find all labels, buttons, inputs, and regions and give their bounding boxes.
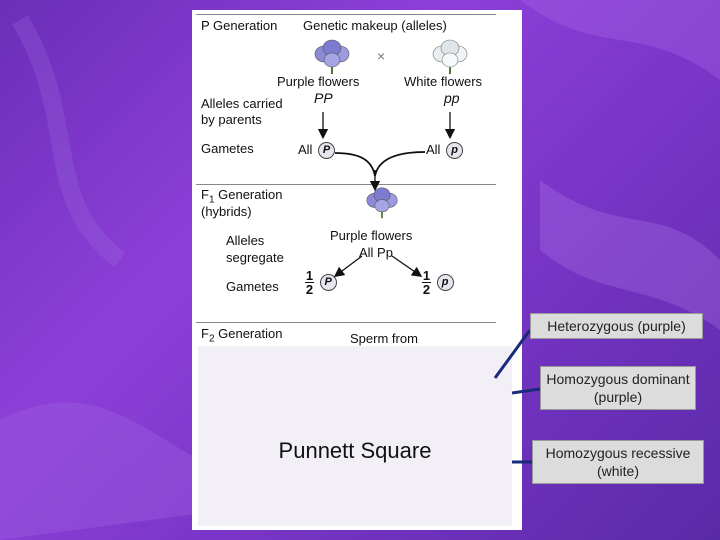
white-flowers-label: White flowers <box>404 74 483 89</box>
f1-rest: Generation <box>214 187 283 202</box>
gametes-label: Gametes <box>201 141 254 156</box>
allele-dominant-circle-f1: P <box>319 274 337 291</box>
dominant-genotype: PP <box>314 90 333 106</box>
heterozygous-label: Heterozygous (purple) <box>530 313 703 339</box>
all-p-recessive: All p <box>426 142 464 160</box>
f1-genotype-label: All Pp <box>359 245 393 260</box>
white-flower-icon <box>432 39 468 74</box>
p-generation-label: P Generation <box>201 18 278 33</box>
f2-generation-label: F2 Generation <box>201 326 282 345</box>
all-text: All <box>298 142 313 157</box>
recessive-genotype: pp <box>444 90 460 106</box>
purple-flowers-label: Purple flowers <box>277 74 360 89</box>
alleles-label: Alleles <box>226 233 265 248</box>
homozygous-dominant-label: Homozygous dominant (purple) <box>540 366 696 410</box>
f1-letter: F <box>201 187 209 202</box>
allele-dominant-circle: P <box>318 142 336 160</box>
f1-purple-flowers-label: Purple flowers <box>330 228 413 243</box>
homozygous-recessive-label: Homozygous recessive (white) <box>532 440 704 484</box>
allele-recessive-circle-f1: p <box>436 274 454 291</box>
sperm-from-label: Sperm from <box>350 331 418 346</box>
f2-subscript: 2 <box>208 333 215 345</box>
all-p-dominant: All P <box>298 142 336 160</box>
f1-rule <box>196 184 496 185</box>
top-rule <box>196 14 496 15</box>
purple-flower-icon <box>314 39 350 74</box>
segregate-label: segregate <box>226 250 284 265</box>
cross-symbol: × <box>377 48 386 64</box>
f2-rule <box>196 322 496 323</box>
f1-gametes-label: Gametes <box>226 279 279 294</box>
punnett-square-overlay: Punnett Square <box>198 346 512 526</box>
punnett-square-title: Punnett Square <box>278 438 432 463</box>
genetic-makeup-label: Genetic makeup (alleles) <box>303 18 447 33</box>
by-parents-label: by parents <box>201 112 262 127</box>
alleles-carried-label: Alleles carried <box>201 96 283 111</box>
all-text: All <box>426 142 441 157</box>
f1-generation-label: F1 Generation <box>201 187 282 206</box>
f2-letter: F <box>201 326 209 341</box>
f1-subscript: 1 <box>208 194 215 206</box>
f2-rest: Generation <box>214 326 283 341</box>
allele-recessive-circle: p <box>446 142 464 160</box>
f1-purple-flower-icon <box>366 187 398 219</box>
hybrids-label: (hybrids) <box>201 204 252 219</box>
